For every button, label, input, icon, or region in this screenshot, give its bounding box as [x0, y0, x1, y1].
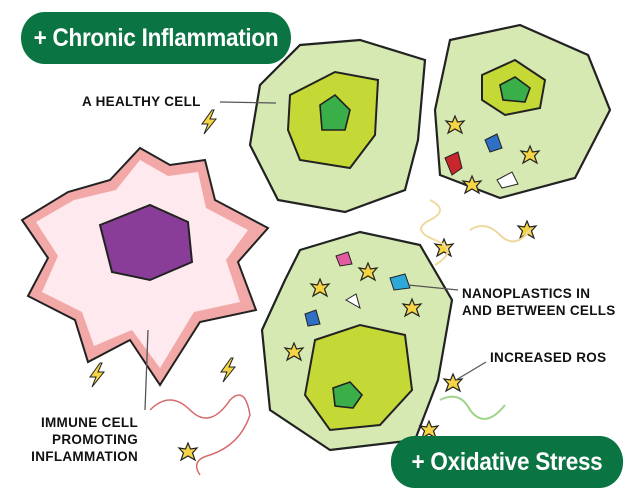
immune-cell-label: IMMUNE CELL PROMOTING INFLAMMATION	[28, 414, 138, 465]
healthy-cell-label: A HEALTHY CELL	[82, 94, 201, 109]
chronic-inflammation-badge: + Chronic Inflammation	[21, 12, 291, 64]
cell-top-right	[433, 23, 612, 200]
nanoplastics-label: NANOPLASTICS IN AND BETWEEN CELLS	[462, 285, 616, 319]
healthy-cell	[248, 38, 427, 214]
squiggle	[420, 199, 531, 266]
immune-label-line1: IMMUNE CELL	[40, 415, 138, 430]
immune-label-line3: INFLAMMATION	[31, 449, 138, 464]
oxidative-stress-badge: + Oxidative Stress	[390, 436, 624, 488]
leader-lines	[144, 101, 487, 411]
ros-label: INCREASED ROS	[490, 350, 607, 365]
nanoplastics-label-line2: AND BETWEEN CELLS	[462, 303, 616, 318]
squiggle	[149, 394, 251, 476]
immune-cell	[20, 146, 270, 387]
squiggle	[439, 395, 506, 420]
nanoplastics-label-line1: NANOPLASTICS IN	[462, 286, 591, 301]
nanoplastic-particles	[304, 133, 519, 327]
cell-bottom	[260, 230, 454, 452]
immune-nucleus	[98, 203, 194, 282]
immune-label-line2: PROMOTING	[52, 432, 138, 447]
